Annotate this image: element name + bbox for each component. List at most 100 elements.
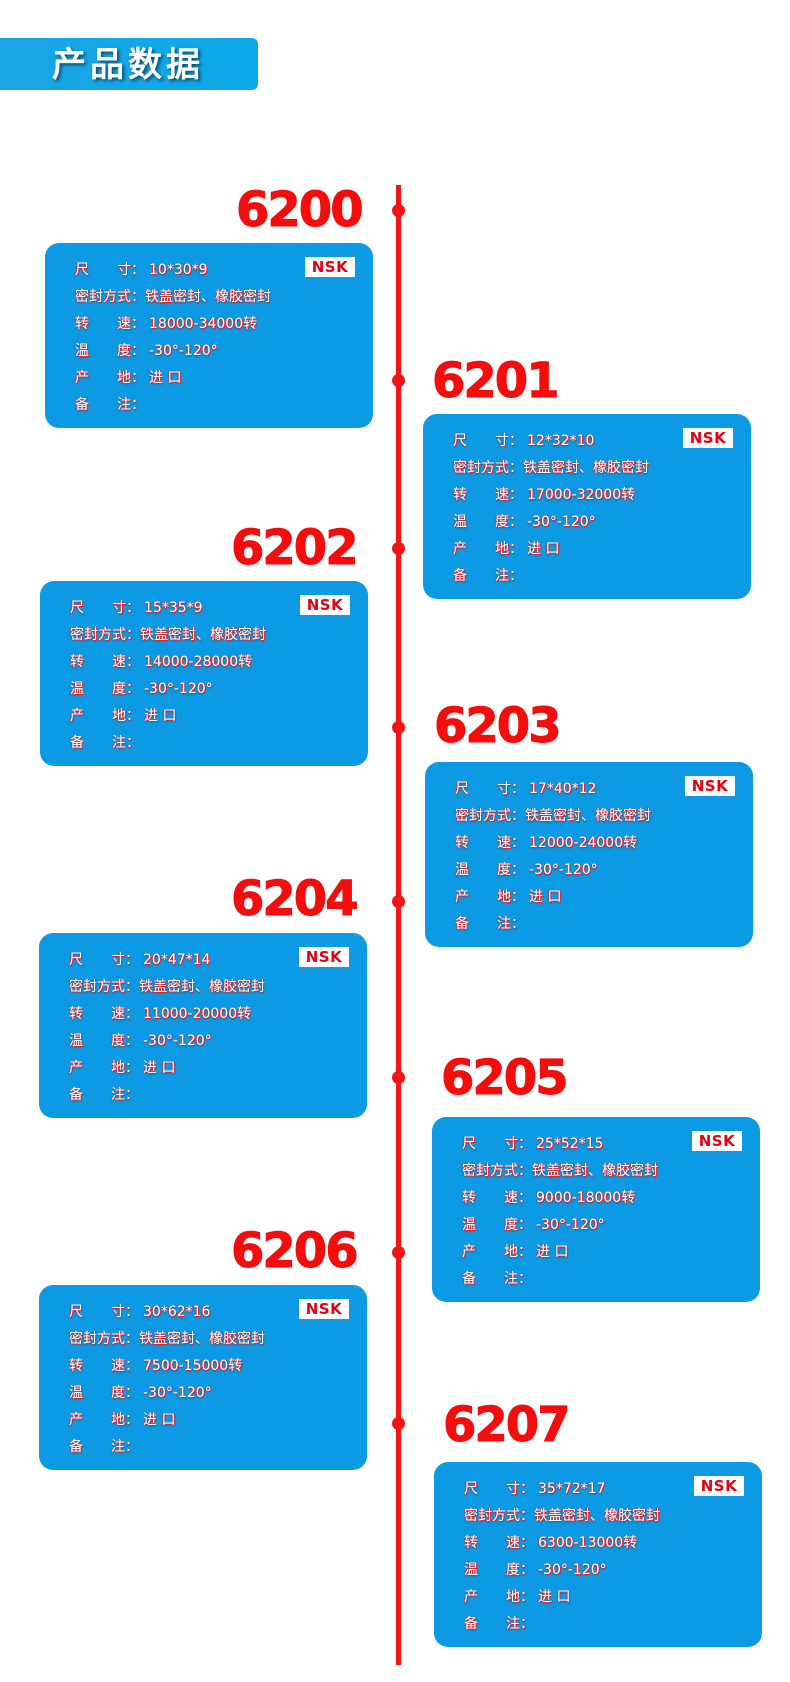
spec-list: 尺 寸：10*30*9 密封方式：铁盖密封、橡胶密封 转 速：18000-340… (75, 257, 271, 419)
spec-label: 温 度： (455, 862, 525, 878)
spec-size: 尺 寸：25*52*15 (462, 1131, 658, 1158)
spec-value: 30*62*16 (143, 1304, 211, 1320)
spec-label: 温 度： (69, 1033, 139, 1049)
spec-value: 17000-32000转 (527, 487, 636, 503)
spec-value: 铁盖密封、橡胶密封 (525, 808, 651, 824)
spec-value: 11000-20000转 (143, 1006, 252, 1022)
spec-seal: 密封方式：铁盖密封、橡胶密封 (464, 1503, 660, 1530)
spec-label: 密封方式： (69, 1331, 139, 1347)
page-title: 产品数据 (52, 45, 204, 85)
spec-size: 尺 寸：30*62*16 (69, 1299, 265, 1326)
timeline-dot (392, 895, 405, 908)
spec-label: 转 速： (69, 1006, 139, 1022)
spec-label: 产 地： (455, 889, 525, 905)
timeline-dot (392, 374, 405, 387)
spec-origin: 产 地：进 口 (455, 884, 651, 911)
model-number: 6202 (231, 520, 360, 576)
spec-label: 尺 寸： (69, 1304, 139, 1320)
spec-label: 尺 寸： (462, 1136, 532, 1152)
spec-label: 产 地： (453, 541, 523, 557)
spec-label: 尺 寸： (75, 262, 145, 278)
spec-list: 尺 寸：15*35*9 密封方式：铁盖密封、橡胶密封 转 速：14000-280… (70, 595, 266, 757)
spec-origin: 产 地：进 口 (69, 1407, 265, 1434)
timeline-dot (392, 1417, 405, 1430)
spec-value: 7500-15000转 (143, 1358, 243, 1374)
spec-note: 备 注： (69, 1434, 265, 1461)
spec-value: 铁盖密封、橡胶密封 (139, 979, 265, 995)
spec-list: 尺 寸：30*62*16 密封方式：铁盖密封、橡胶密封 转 速：7500-150… (69, 1299, 265, 1461)
spec-value: 铁盖密封、橡胶密封 (140, 627, 266, 643)
spec-label: 备 注： (70, 735, 140, 751)
spec-note: 备 注： (69, 1082, 265, 1109)
spec-label: 尺 寸： (69, 952, 139, 968)
spec-value: 10*30*9 (149, 262, 208, 278)
spec-value: 12000-24000转 (529, 835, 638, 851)
spec-value: 进 口 (149, 370, 182, 386)
spec-label: 温 度： (462, 1217, 532, 1233)
spec-seal: 密封方式：铁盖密封、橡胶密封 (69, 1326, 265, 1353)
product-card: NSK 尺 寸：17*40*12 密封方式：铁盖密封、橡胶密封 转 速：1200… (425, 762, 753, 947)
spec-label: 密封方式： (69, 979, 139, 995)
spec-label: 产 地： (462, 1244, 532, 1260)
spec-list: 尺 寸：25*52*15 密封方式：铁盖密封、橡胶密封 转 速：9000-180… (462, 1131, 658, 1293)
spec-speed: 转 速：17000-32000转 (453, 482, 649, 509)
timeline-line (396, 185, 401, 1665)
spec-temp: 温 度：-30°-120° (464, 1557, 660, 1584)
timeline-dot (392, 204, 405, 217)
header-banner (0, 38, 258, 90)
product-card: NSK 尺 寸：30*62*16 密封方式：铁盖密封、橡胶密封 转 速：7500… (39, 1285, 367, 1470)
spec-value: 14000-28000转 (144, 654, 253, 670)
product-card: NSK 尺 寸：35*72*17 密封方式：铁盖密封、橡胶密封 转 速：6300… (434, 1462, 762, 1647)
spec-value: 17*40*12 (529, 781, 597, 797)
spec-label: 转 速： (70, 654, 140, 670)
spec-temp: 温 度：-30°-120° (69, 1028, 265, 1055)
spec-note: 备 注： (75, 392, 271, 419)
spec-speed: 转 速：18000-34000转 (75, 311, 271, 338)
spec-label: 尺 寸： (455, 781, 525, 797)
spec-seal: 密封方式：铁盖密封、橡胶密封 (453, 455, 649, 482)
spec-list: 尺 寸：12*32*10 密封方式：铁盖密封、橡胶密封 转 速：17000-32… (453, 428, 649, 590)
spec-value: 铁盖密封、橡胶密封 (532, 1163, 658, 1179)
model-number: 6207 (443, 1397, 572, 1453)
spec-label: 温 度： (75, 343, 145, 359)
spec-label: 产 地： (464, 1589, 534, 1605)
spec-value: 进 口 (536, 1244, 569, 1260)
spec-speed: 转 速：14000-28000转 (70, 649, 266, 676)
brand-logo: NSK (299, 947, 349, 967)
timeline-dot (392, 542, 405, 555)
spec-label: 产 地： (70, 708, 140, 724)
spec-value: -30°-120° (143, 1033, 212, 1049)
timeline-dot (392, 1246, 405, 1259)
model-number: 6203 (434, 698, 563, 754)
spec-temp: 温 度：-30°-120° (455, 857, 651, 884)
spec-value: 铁盖密封、橡胶密封 (139, 1331, 265, 1347)
brand-logo: NSK (692, 1131, 742, 1151)
spec-label: 产 地： (75, 370, 145, 386)
spec-value: 进 口 (144, 708, 177, 724)
spec-value: 进 口 (527, 541, 560, 557)
spec-value: 25*52*15 (536, 1136, 604, 1152)
spec-origin: 产 地：进 口 (69, 1055, 265, 1082)
spec-value: 35*72*17 (538, 1481, 606, 1497)
model-number: 6201 (432, 353, 561, 409)
model-number: 6205 (441, 1050, 570, 1106)
spec-value: 18000-34000转 (149, 316, 258, 332)
spec-speed: 转 速：9000-18000转 (462, 1185, 658, 1212)
spec-value: 进 口 (538, 1589, 571, 1605)
spec-label: 转 速： (69, 1358, 139, 1374)
spec-speed: 转 速：6300-13000转 (464, 1530, 660, 1557)
spec-size: 尺 寸：17*40*12 (455, 776, 651, 803)
spec-label: 温 度： (464, 1562, 534, 1578)
spec-size: 尺 寸：20*47*14 (69, 947, 265, 974)
spec-note: 备 注： (464, 1611, 660, 1638)
spec-label: 密封方式： (75, 289, 145, 305)
spec-origin: 产 地：进 口 (75, 365, 271, 392)
spec-value: 进 口 (143, 1060, 176, 1076)
spec-label: 尺 寸： (453, 433, 523, 449)
spec-value: 20*47*14 (143, 952, 211, 968)
brand-logo: NSK (299, 1299, 349, 1319)
spec-label: 密封方式： (453, 460, 523, 476)
spec-label: 转 速： (75, 316, 145, 332)
spec-value: -30°-120° (536, 1217, 605, 1233)
spec-label: 温 度： (69, 1385, 139, 1401)
